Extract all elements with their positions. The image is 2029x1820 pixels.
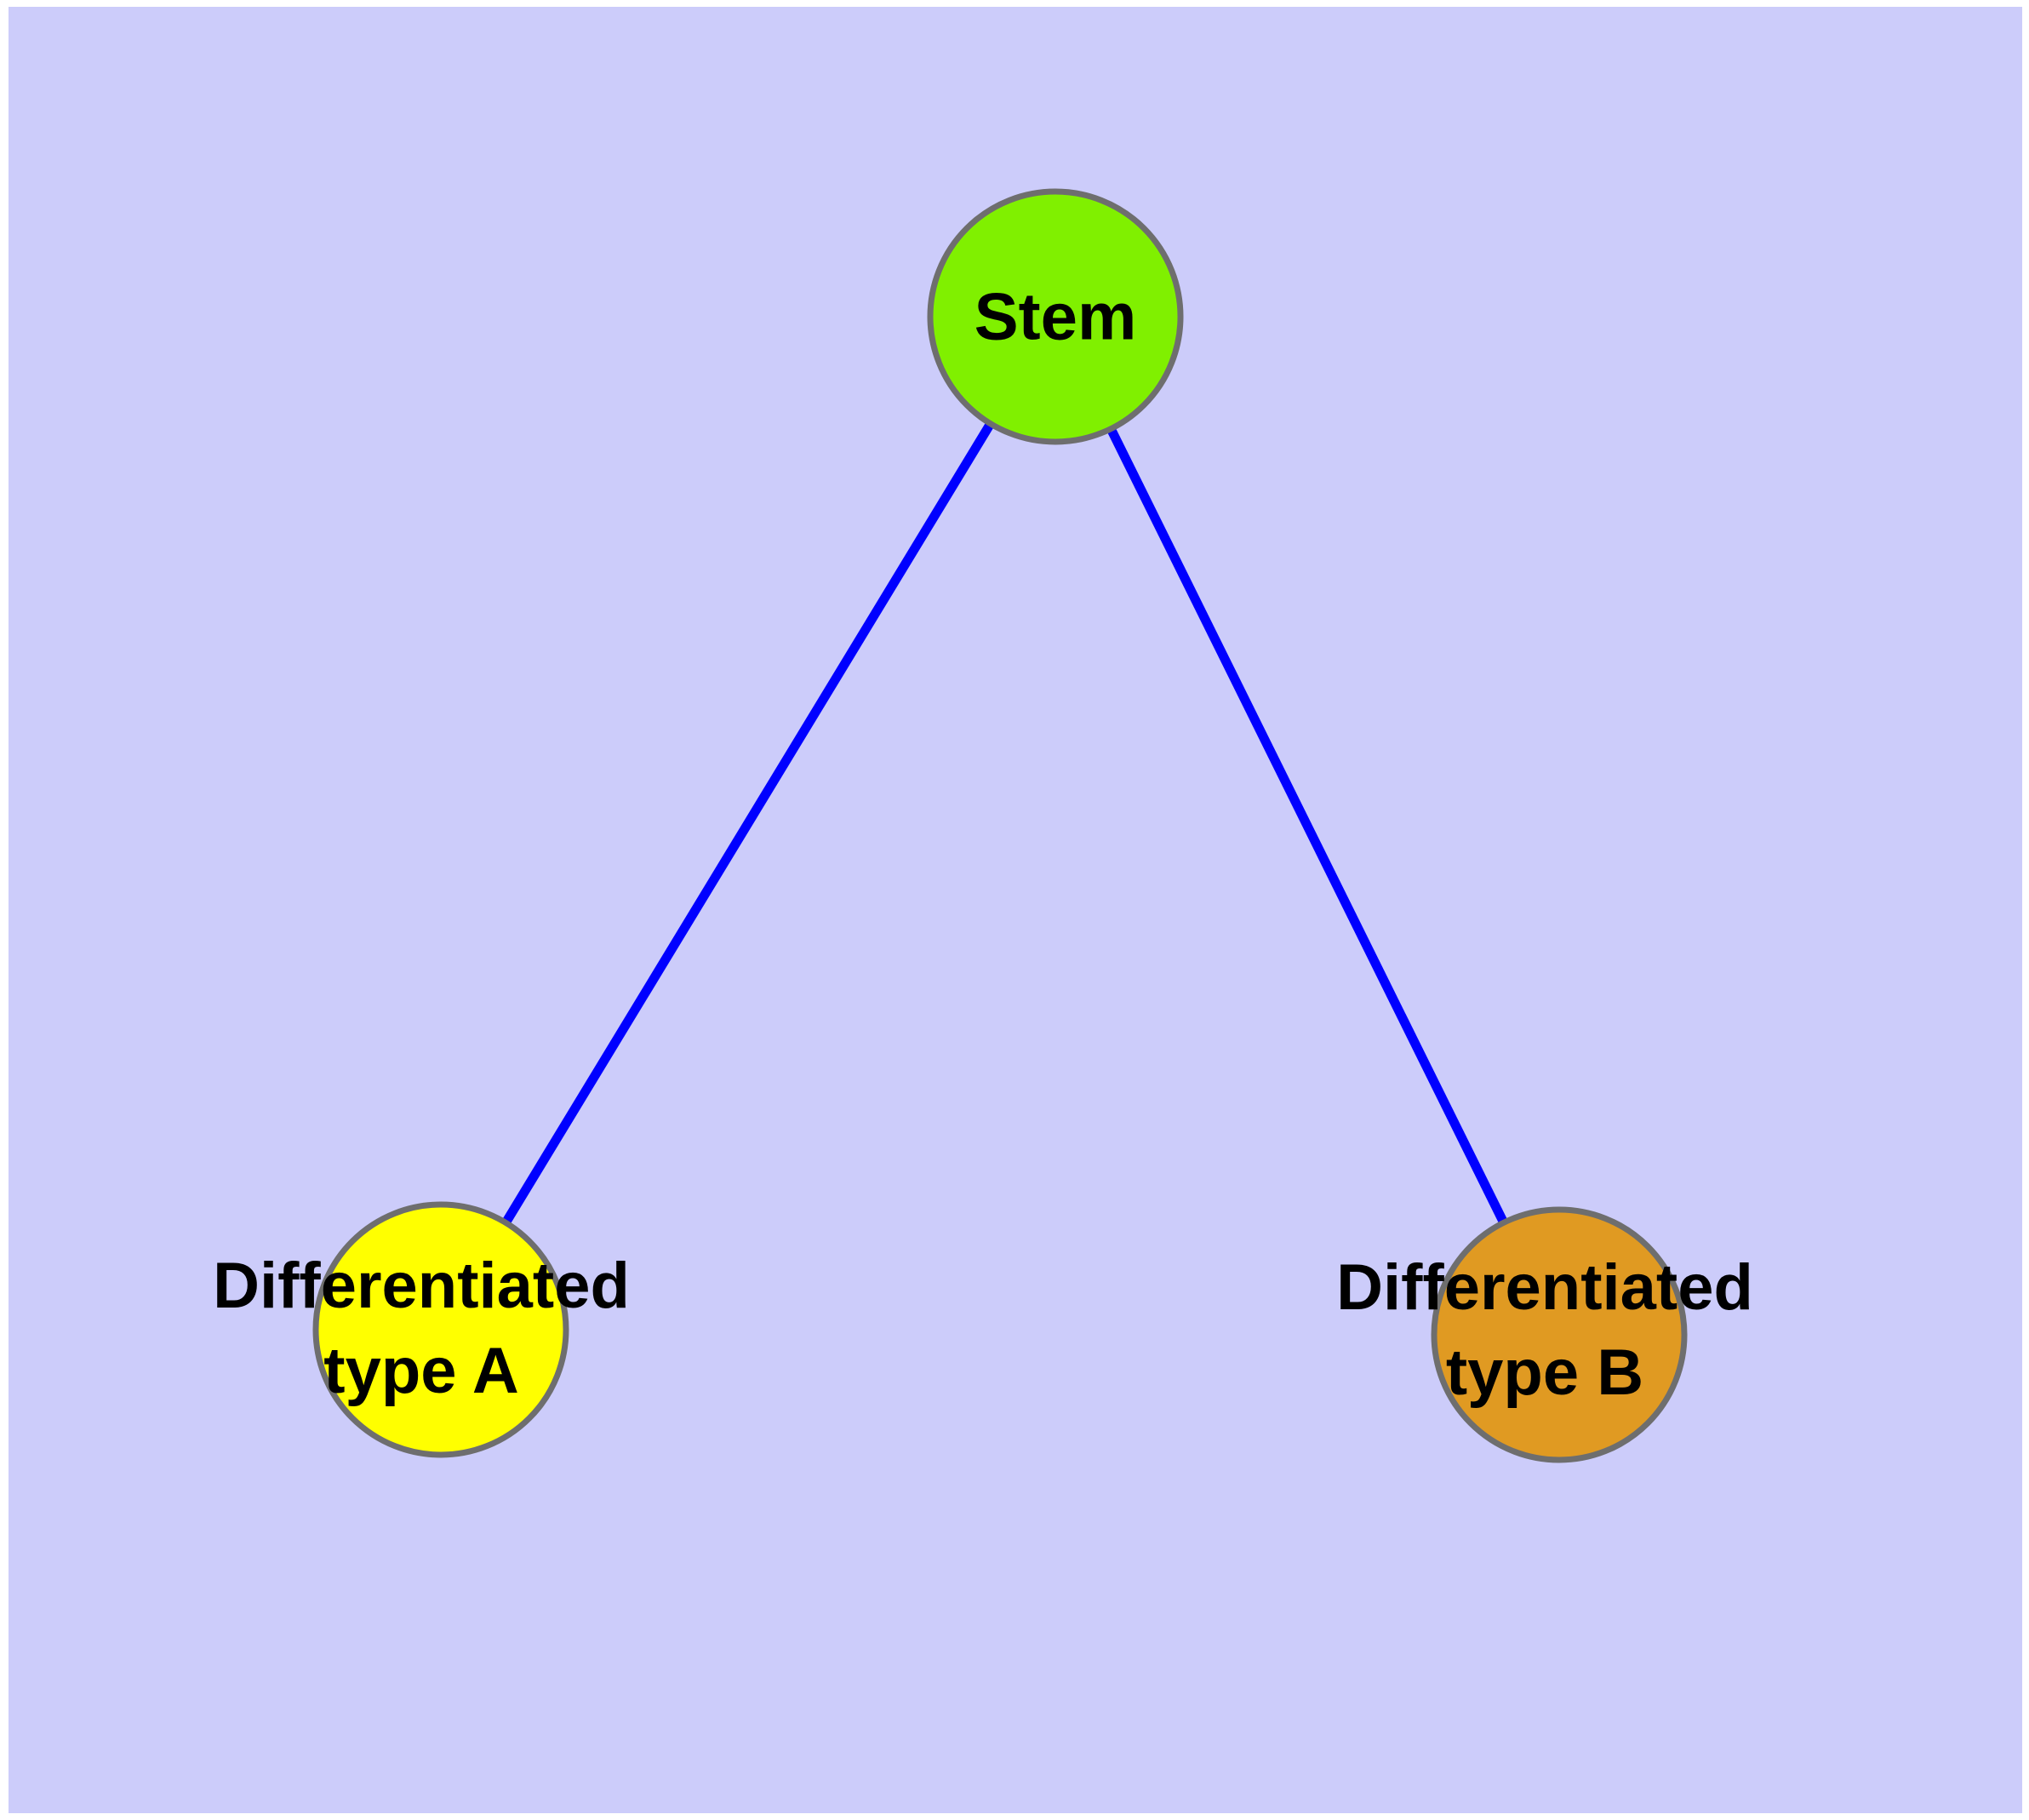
node-differentiated-type-a[interactable] — [312, 1201, 569, 1458]
node-stem-label: Stem — [974, 279, 1137, 354]
node-stem-circle[interactable] — [927, 188, 1184, 445]
node-differentiated-type-b-label-line1: Differentiated — [1336, 1251, 1753, 1324]
edge-stem-to-differentiated-type-b[interactable] — [1106, 426, 1509, 1226]
edge-stem-to-differentiated-type-a[interactable] — [501, 420, 995, 1227]
node-differentiated-type-a-circle[interactable] — [312, 1201, 569, 1458]
node-differentiated-type-b[interactable] — [1431, 1206, 1688, 1463]
node-differentiated-type-a-label-line1: Differentiated — [213, 1250, 630, 1322]
labels-group: Stem Differentiated type A Differentiate… — [213, 279, 1753, 1409]
node-stem[interactable] — [927, 188, 1184, 445]
node-differentiated-type-a-label-line2: type A — [323, 1335, 518, 1407]
node-differentiated-type-b-circle[interactable] — [1431, 1206, 1688, 1463]
edges-group — [501, 420, 1509, 1227]
node-differentiated-type-b-label-line2: type B — [1446, 1336, 1643, 1409]
